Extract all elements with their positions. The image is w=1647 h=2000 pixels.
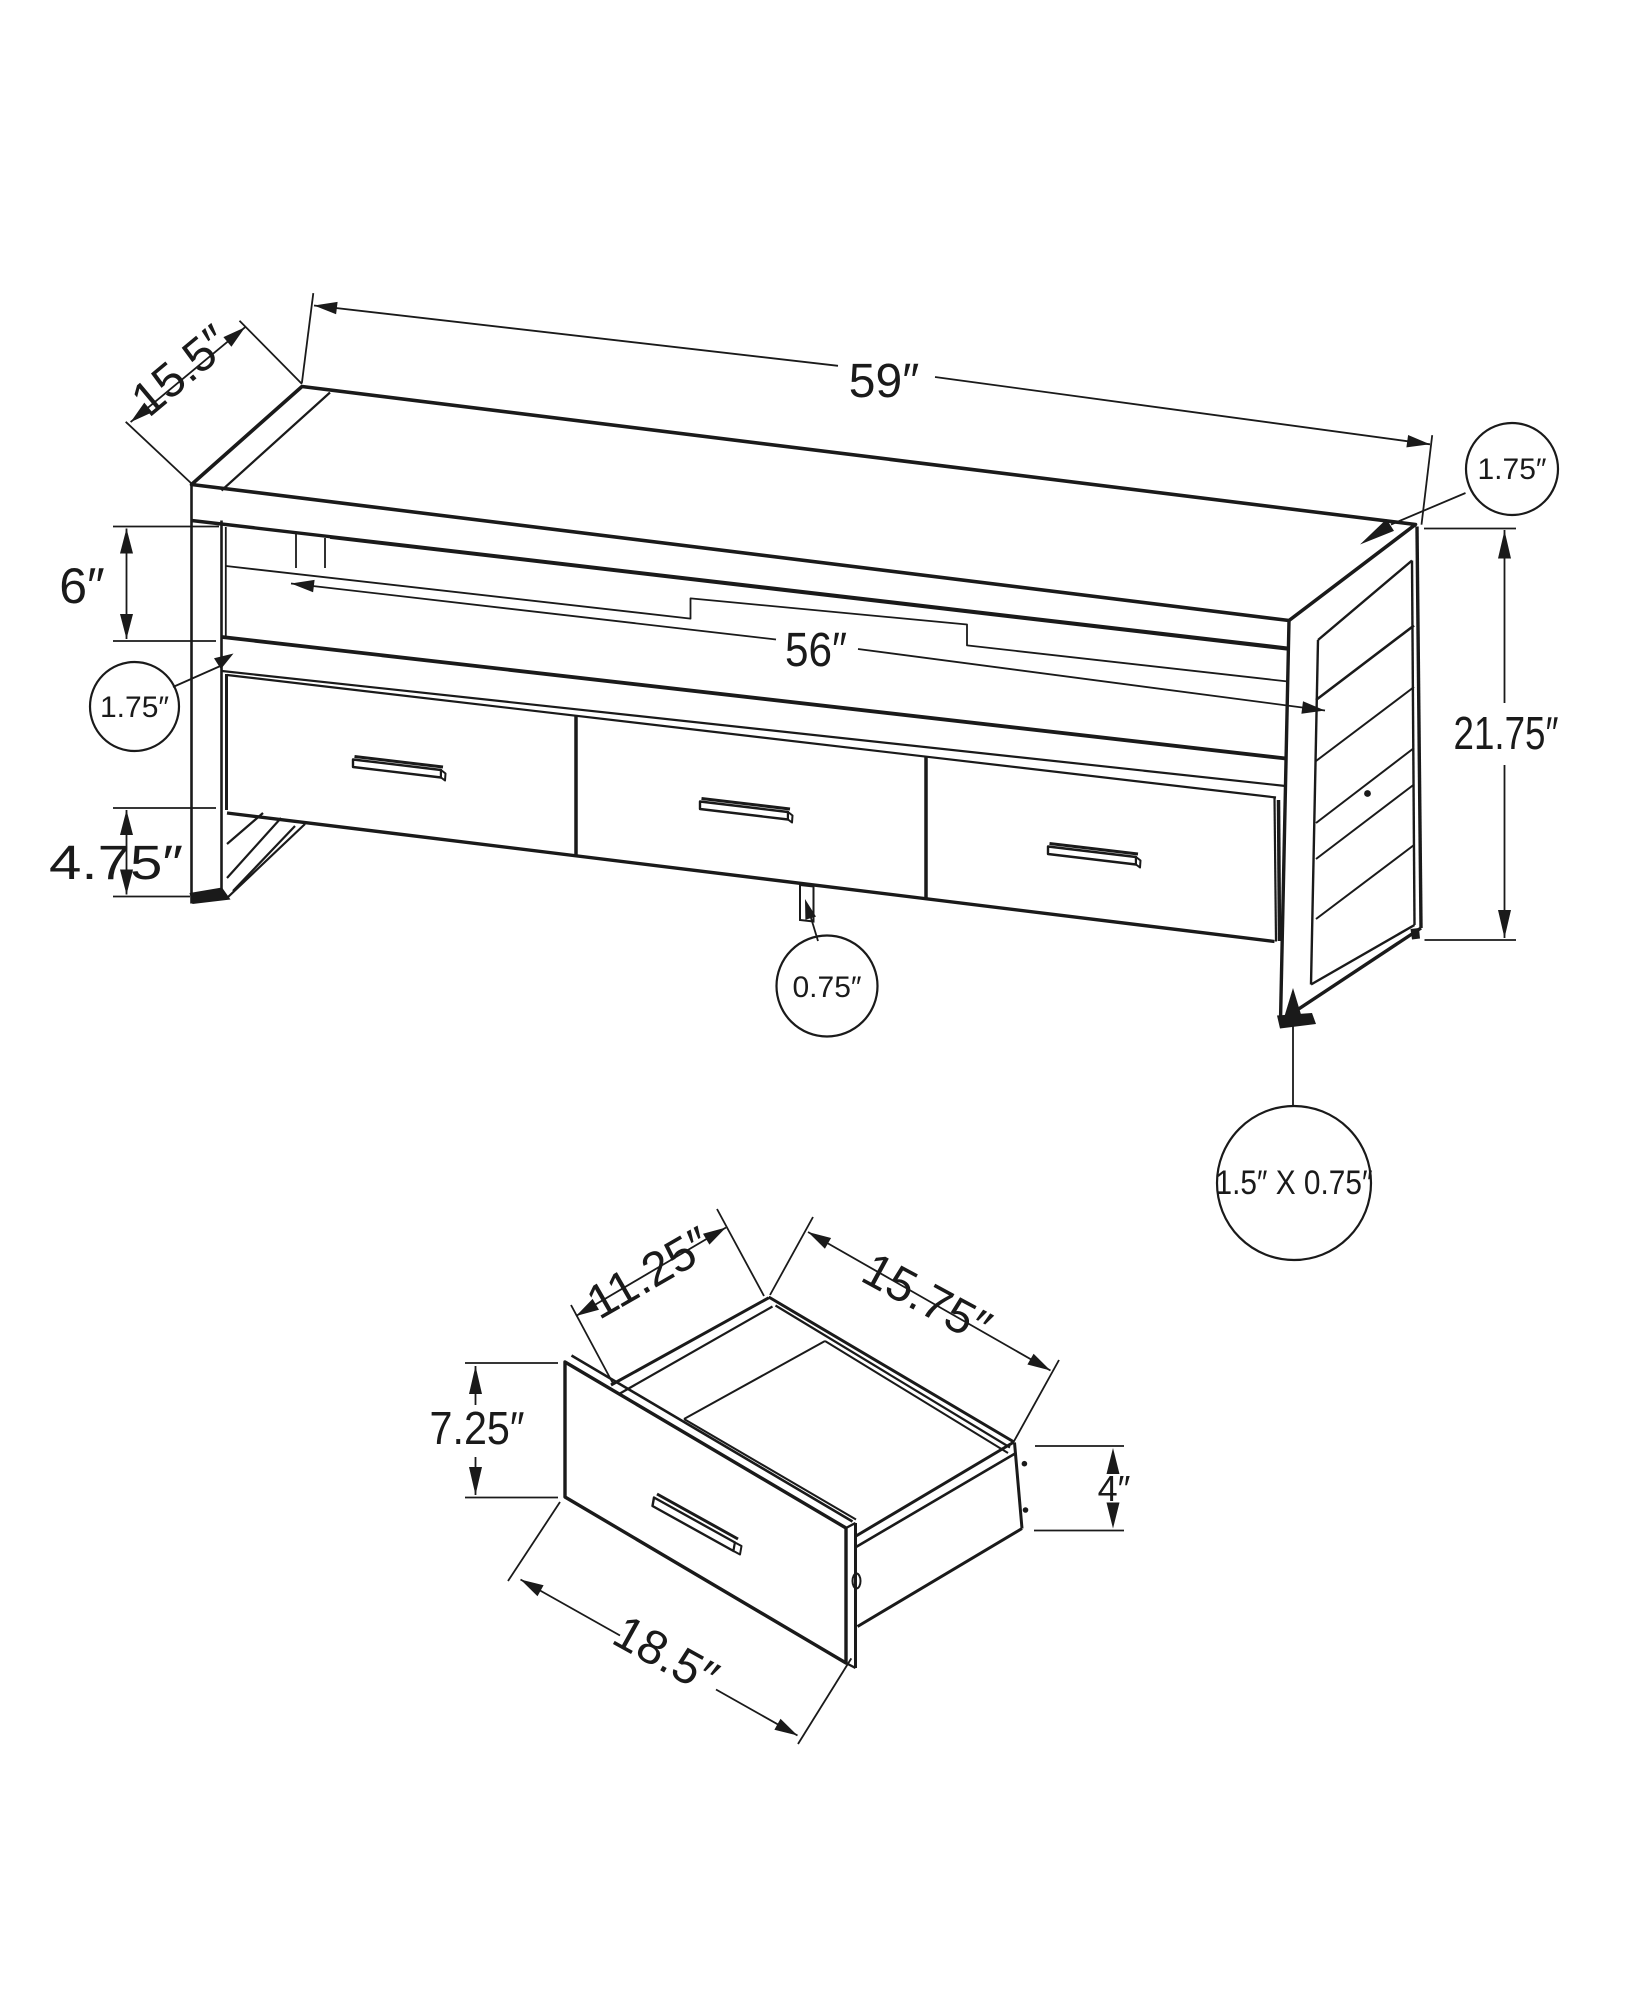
svg-text:1.5″ X 0.75″: 1.5″ X 0.75″ bbox=[1216, 1164, 1373, 1202]
svg-text:21.75″: 21.75″ bbox=[1454, 707, 1559, 759]
svg-text:0.75″: 0.75″ bbox=[792, 971, 861, 1004]
svg-text:1.75″: 1.75″ bbox=[1477, 453, 1546, 486]
svg-text:1.75″: 1.75″ bbox=[100, 691, 169, 724]
svg-text:4″: 4″ bbox=[1098, 1468, 1131, 1509]
svg-text:7.25″: 7.25″ bbox=[430, 1402, 525, 1454]
svg-text:59″: 59″ bbox=[849, 355, 919, 408]
svg-text:56″: 56″ bbox=[785, 624, 847, 677]
svg-text:4.75″: 4.75″ bbox=[49, 837, 183, 890]
svg-text:6″: 6″ bbox=[59, 558, 105, 614]
